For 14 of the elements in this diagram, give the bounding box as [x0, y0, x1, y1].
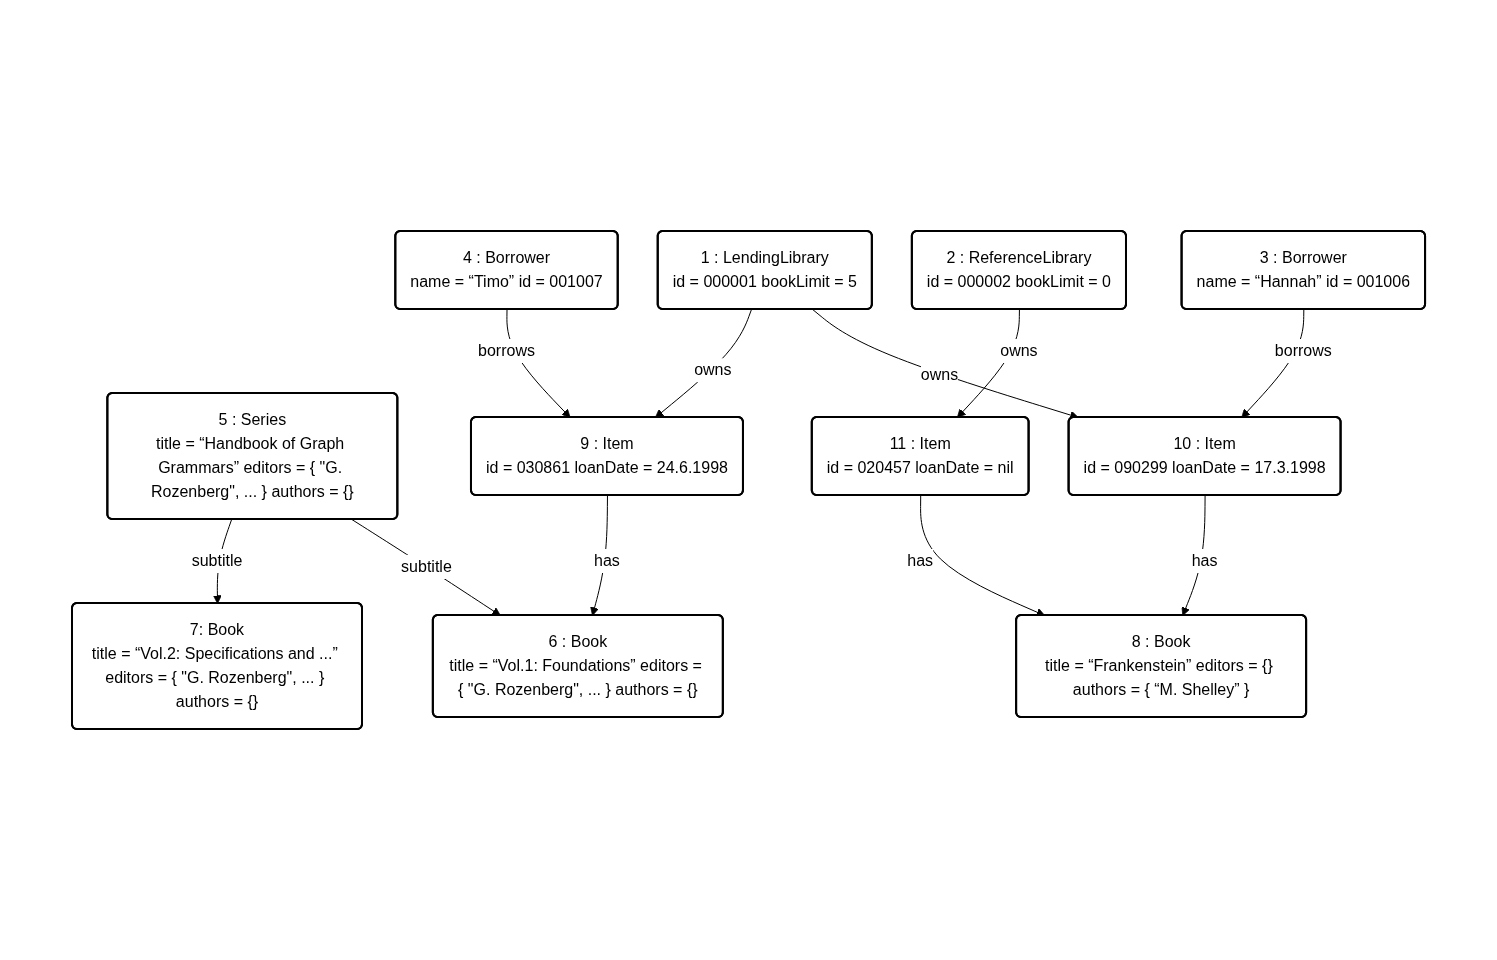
node-text: 7: Book title = “Vol.2: Specifications and ...” editors = { "G. Rozenberg", ... } authors = {} — [91, 621, 338, 710]
edge-label: borrows — [478, 342, 535, 359]
edge-label: borrows — [1274, 342, 1332, 359]
edge-label: has — [1191, 552, 1218, 569]
edge-label: has — [907, 552, 934, 569]
arrow — [655, 309, 752, 418]
edge-label: subtitle — [401, 557, 452, 575]
edge-label: owns — [694, 361, 732, 379]
arrow — [920, 495, 1045, 617]
edge-label: has — [594, 552, 620, 569]
edge-label: subtitle — [191, 552, 243, 569]
arrow — [351, 519, 501, 616]
edge-label: owns — [920, 365, 959, 383]
edge-label: owns — [1000, 342, 1038, 359]
